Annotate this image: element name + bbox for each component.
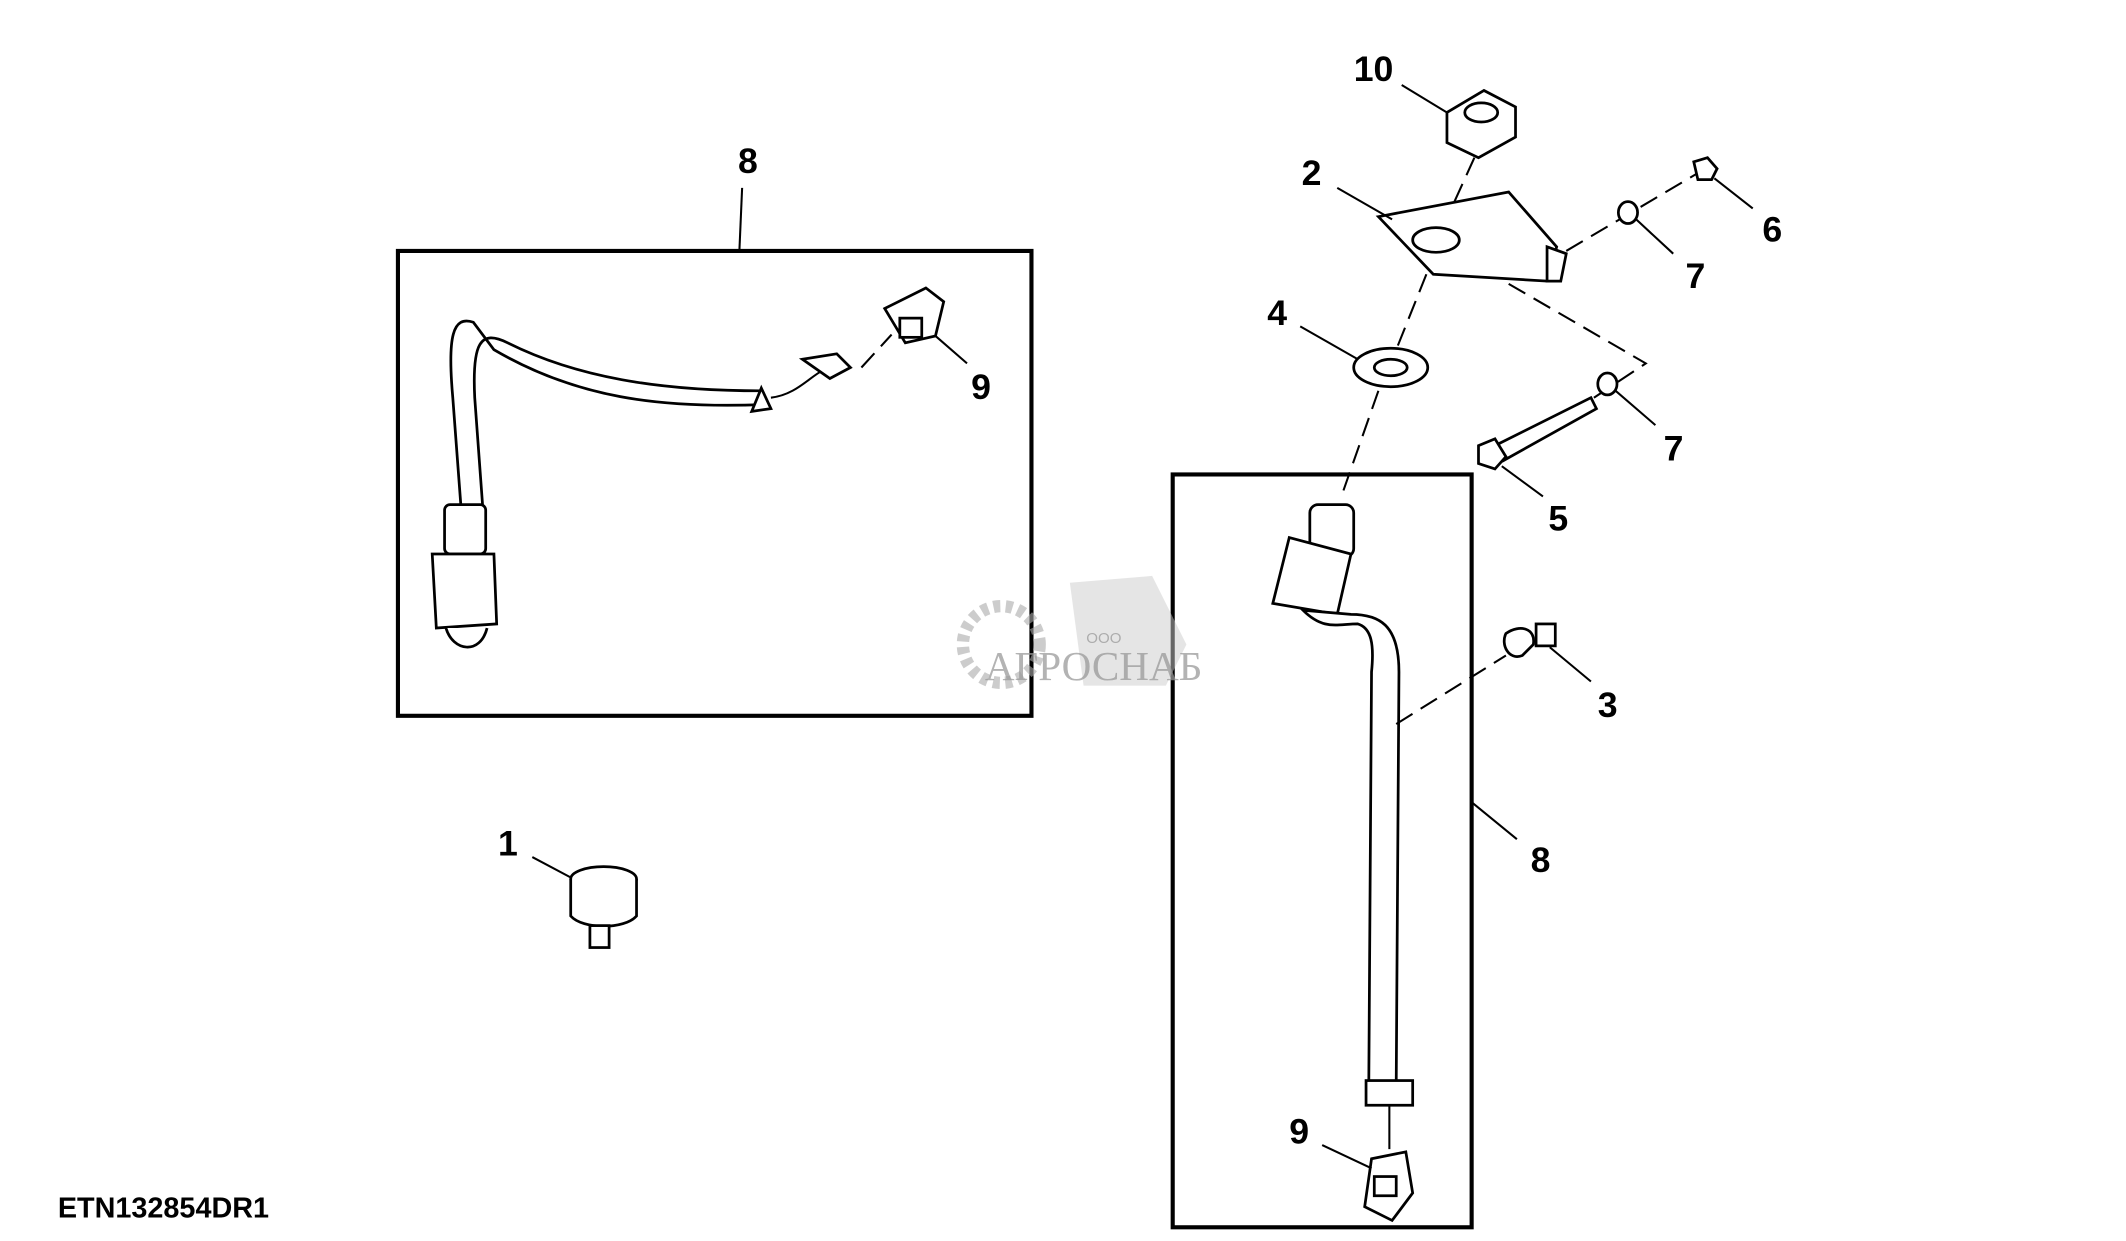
washer-lower [1596,371,1657,426]
leader-line [1470,801,1518,841]
connector-left [882,286,946,345]
callout-6: 6 [1762,209,1782,249]
dash-line [1395,273,1428,351]
svg-text:ООО: ООО [1086,630,1121,647]
leader-line [1321,1144,1372,1170]
kit-box-left [395,248,1034,718]
bolt [1477,395,1599,498]
watermark-logo: ООО АГРОСНАБ [956,575,1203,689]
kit-box-right [1170,472,1474,1230]
washer-large [1299,325,1430,389]
leader-line [738,187,744,251]
nut [1401,84,1517,160]
dash-line [1340,390,1380,497]
callout-4: 4 [1267,293,1287,333]
callout-7: 7 [1664,429,1684,469]
clamp [1502,622,1592,683]
dash-line [860,333,893,369]
sensor-assembly-right [1271,503,1415,1150]
svg-text:АГРОСНАБ: АГРОСНАБ [985,643,1203,689]
bracket [1336,186,1568,283]
callout-8: 8 [1531,840,1551,880]
leader-line [934,335,968,365]
callout-9: 9 [971,367,991,407]
callout-10: 10 [1354,49,1394,89]
dash-line [1565,170,1702,252]
plug [531,856,638,949]
sensor-assembly-left [430,319,853,649]
callout-2: 2 [1302,153,1322,193]
callout-3: 3 [1598,685,1618,725]
nut-small [1692,156,1754,210]
callout-8: 8 [738,141,758,181]
callout-7: 7 [1686,256,1706,296]
callout-9: 9 [1289,1112,1309,1152]
washer-upper [1616,200,1674,255]
dash-line [1395,654,1507,725]
callout-1: 1 [498,824,518,864]
callout-5: 5 [1548,499,1568,539]
drawing-code: ETN132854DR1 [58,1193,269,1225]
connector-right [1363,1150,1415,1223]
